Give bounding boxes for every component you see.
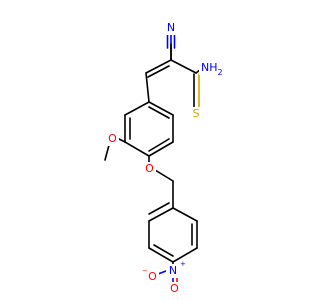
ring2-bond-c — [148, 247, 174, 263]
ring1-bond-f-inner — [148, 106, 170, 119]
ether-o-label: O — [145, 162, 154, 175]
amide-nh-text: NH — [201, 61, 218, 74]
bond-methoxy-o-ch3 — [104, 144, 110, 161]
bond-ether-o-ch2 — [154, 169, 174, 182]
bond-alkene-1 — [145, 59, 172, 74]
nitrile-n-label: N — [167, 21, 175, 34]
ring1-bond-d-inner — [148, 138, 170, 152]
ring2-bond-a — [148, 207, 174, 222]
nitrile-n-bg — [164, 21, 178, 35]
thio-s-bg — [189, 107, 203, 121]
thio-s-label: S — [193, 107, 200, 120]
amide-nh2-bg — [199, 61, 221, 75]
nitro-o-bottom-label: O — [170, 282, 179, 295]
ring2-bond-c-inner — [153, 244, 174, 257]
amide-nh2-label: NH2 — [201, 61, 223, 77]
ring1-bond-f — [148, 101, 174, 116]
bond-alkene-2 — [147, 65, 170, 78]
molecule-structure-diagram: N NH2 S O O N + O − O — [104, 21, 223, 296]
nitro-o-side-label: O — [148, 270, 157, 283]
ring2-bond-a-inner — [148, 202, 170, 215]
bond-nitro-n-o-side — [157, 270, 167, 275]
methoxy-o-bg — [106, 132, 119, 146]
bond-vinyl-ring — [145, 72, 150, 103]
ether-o-bg — [143, 162, 156, 176]
bond-group — [104, 31, 202, 284]
nitro-o-side-charge: − — [142, 267, 148, 275]
nitro-n-charge: + — [180, 260, 186, 268]
methoxy-o-label: O — [108, 132, 117, 145]
molecule-svg: N NH2 S O O N + O − O — [104, 21, 223, 296]
ring1-bond-c — [124, 141, 150, 157]
nitro-o-bottom-bg — [168, 282, 181, 296]
ring1-bond-a — [124, 101, 150, 116]
nitro-n-bg — [166, 264, 180, 278]
nitro-o-side-bg — [146, 270, 159, 284]
atom-label-group: N NH2 S O O N + O − O — [106, 21, 223, 296]
ring1-bond-d — [148, 141, 174, 157]
amide-nh2-subscript: 2 — [218, 68, 223, 77]
ring2-bond-f — [172, 207, 198, 222]
nitro-n-label: N — [169, 264, 177, 277]
bond-c-thioamide — [170, 59, 197, 74]
ring2-bond-d — [172, 247, 198, 263]
